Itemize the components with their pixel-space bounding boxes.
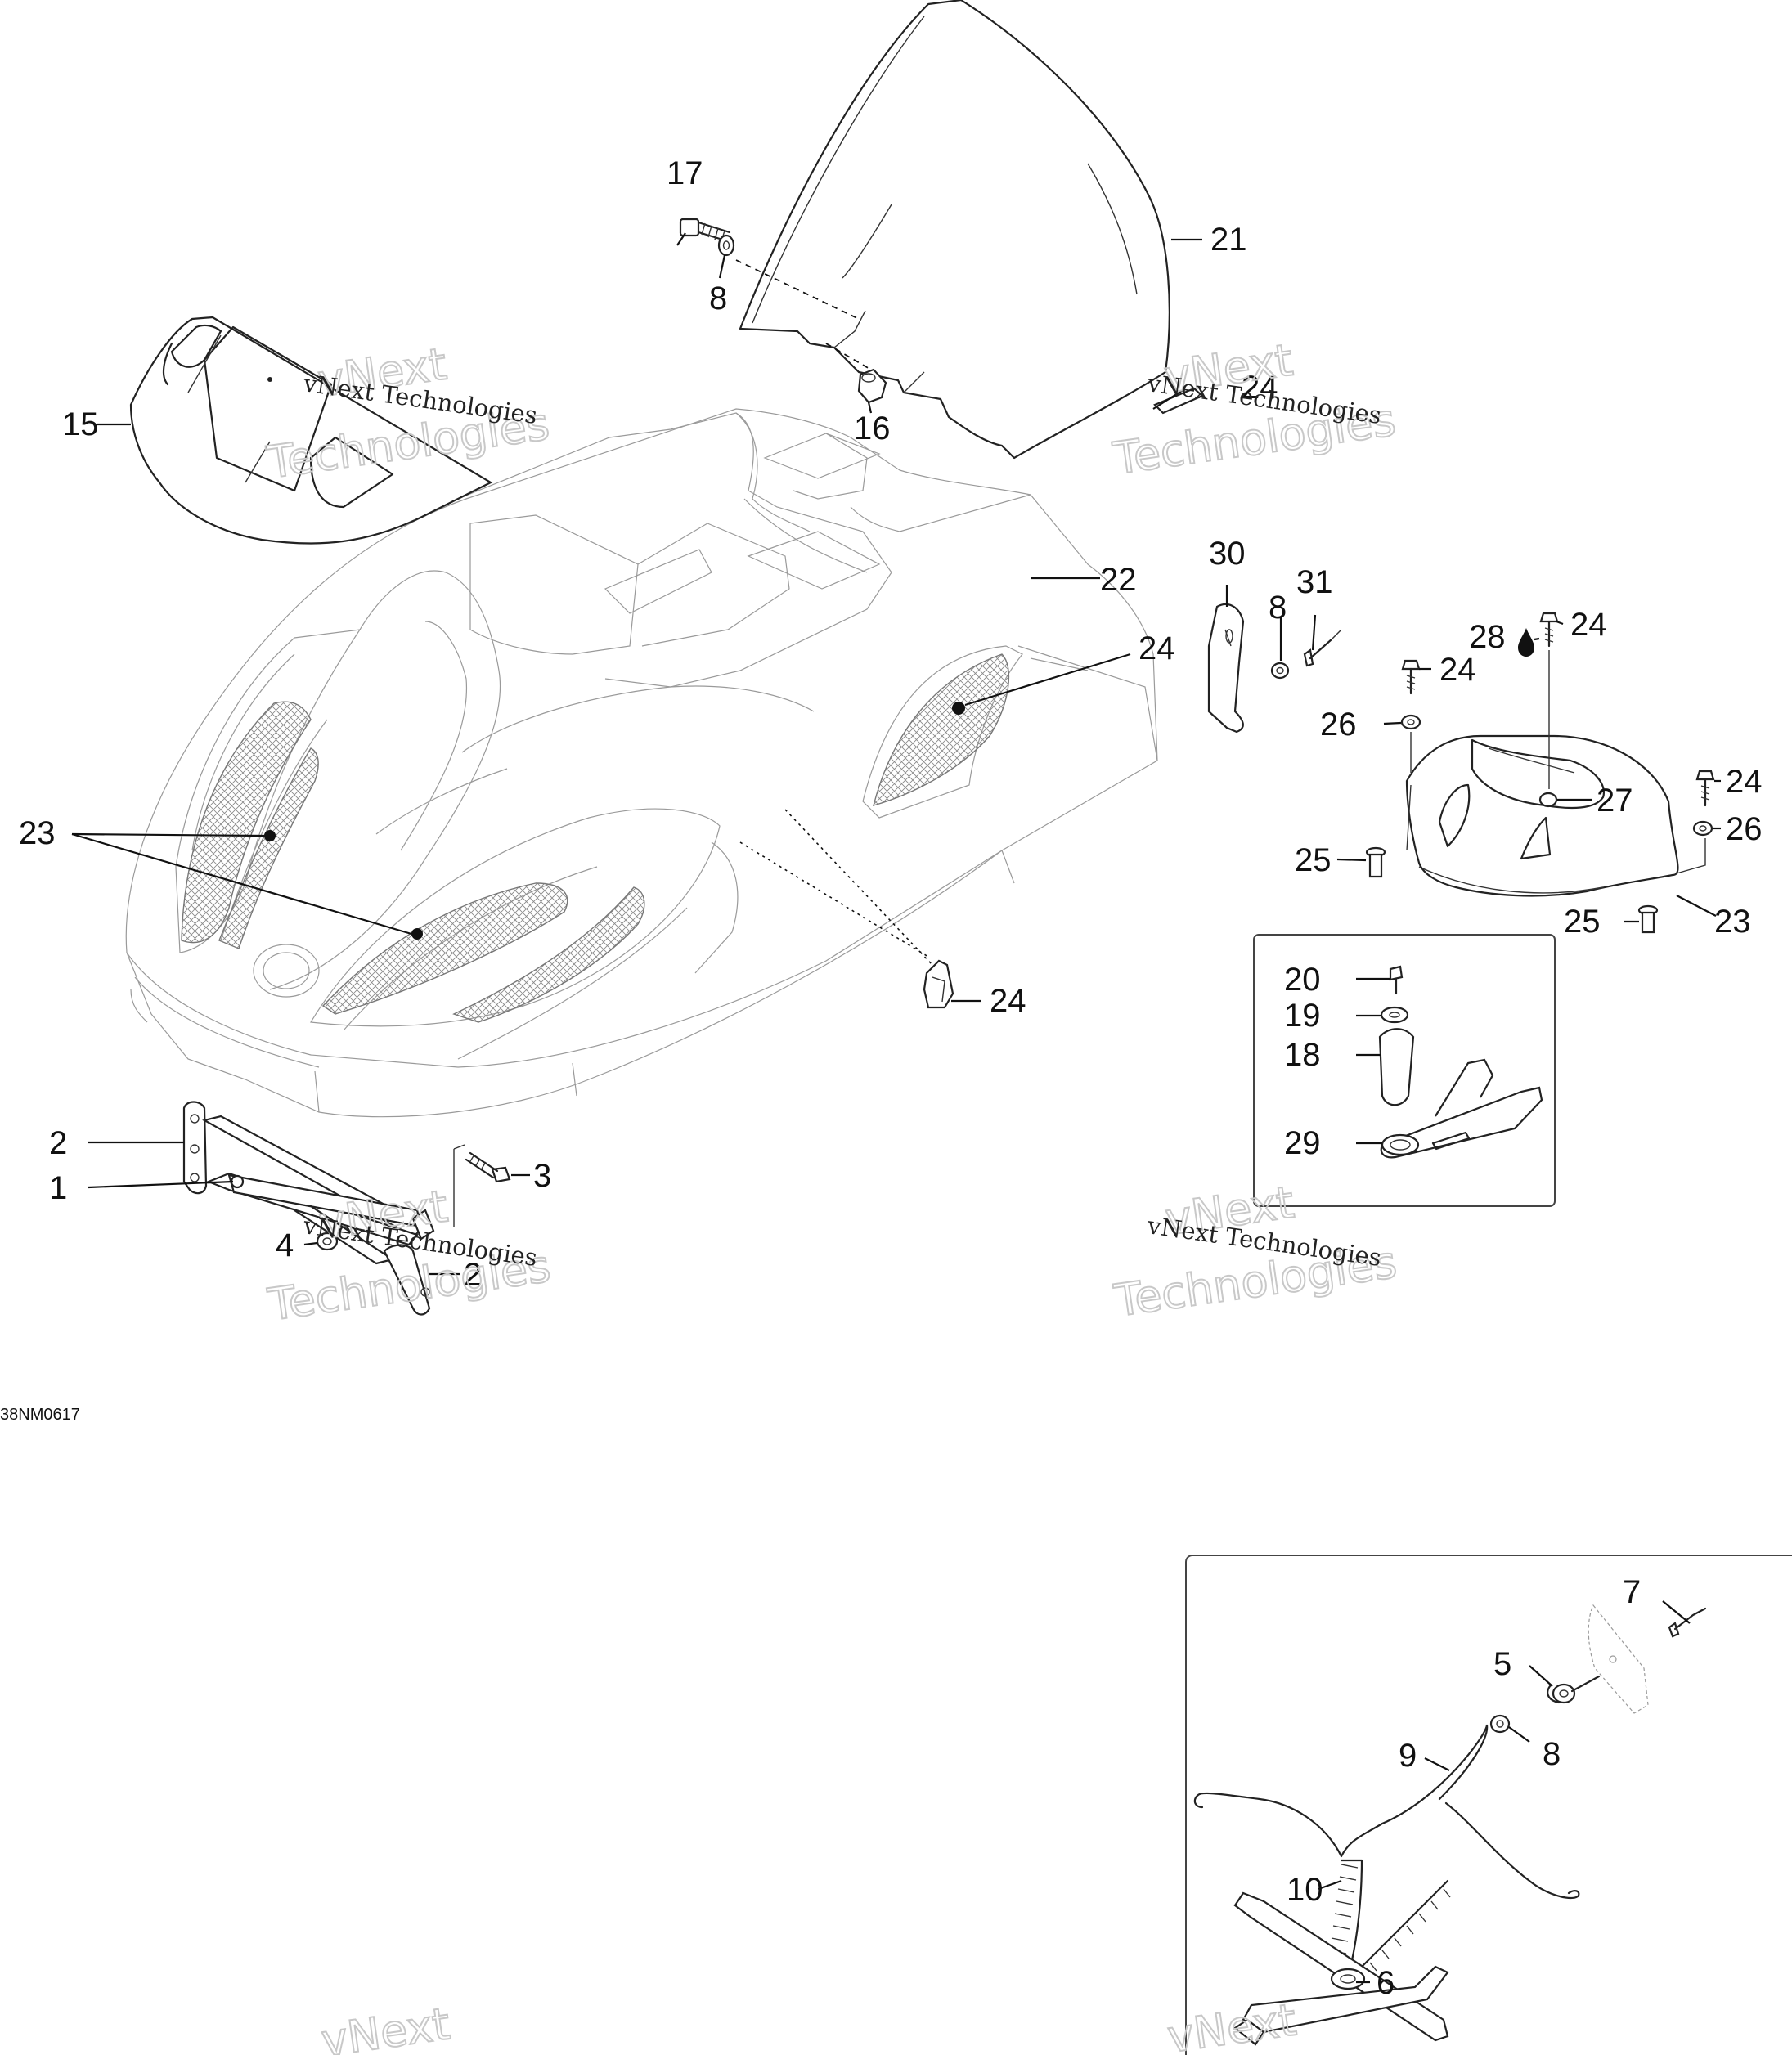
grille-mesh-left xyxy=(181,701,319,949)
grille-mesh-right xyxy=(873,653,1010,807)
hinge-bracket-assembly xyxy=(182,1101,435,1316)
washer-26-a xyxy=(1400,714,1421,730)
drawing-code: 38NM0617 xyxy=(0,1406,80,1424)
callout-12: 16 xyxy=(854,411,891,446)
watermark-big-top: vNext xyxy=(318,1998,453,2055)
grommet-27 xyxy=(1538,792,1558,808)
washer-8-mid xyxy=(1270,662,1290,680)
windshield xyxy=(739,0,1170,460)
hood xyxy=(125,408,1158,1118)
callout-8-mid: 8 xyxy=(1269,590,1287,626)
bracket-29 xyxy=(1380,1058,1543,1159)
callout-31: 31 xyxy=(1296,564,1333,600)
callout-numbers: 15 17 8 16 21 24 22 24 23 24 30 8 31 24 … xyxy=(19,155,1763,2001)
callout-6: 6 xyxy=(1377,1965,1395,2001)
callout-19: 23 xyxy=(19,815,56,851)
callout-30: 30 xyxy=(1209,536,1246,572)
callout-25-a: 25 xyxy=(1295,842,1332,878)
dash-bezel xyxy=(129,316,493,545)
callout-25-b: 25 xyxy=(1564,904,1601,940)
hook-21 xyxy=(923,959,954,1009)
air-duct-23 xyxy=(1405,734,1679,897)
screw-13 xyxy=(679,218,731,243)
callout-13: 17 xyxy=(667,155,703,191)
callout-1: 1 xyxy=(49,1170,67,1206)
bumper-14 xyxy=(1378,1028,1415,1106)
callout-2-b: 2 xyxy=(464,1257,482,1293)
callout-29: 29 xyxy=(1284,1125,1321,1161)
callout-27: 27 xyxy=(1597,783,1633,819)
watermark-bottom-left: vNext xyxy=(317,1997,454,2055)
bracket-plate-7 xyxy=(1588,1604,1649,1714)
callout-26-a: 26 xyxy=(1320,707,1357,743)
leader-lines xyxy=(71,232,1721,1984)
cross-brace-6 xyxy=(1233,1891,1449,2046)
callout-24-a: 24 xyxy=(1439,652,1476,688)
callout-24-c: 24 xyxy=(1726,764,1763,800)
callout-10: 10 xyxy=(1287,1872,1323,1908)
grille-mesh-front xyxy=(321,882,645,1023)
callout-18: 22 xyxy=(1100,562,1137,598)
bolt-24-a xyxy=(1401,659,1421,695)
cable-9 xyxy=(1193,1724,1580,1899)
bolt-24-b xyxy=(1539,612,1559,648)
callout-3: 3 xyxy=(533,1158,551,1194)
rivet-7 xyxy=(1668,1607,1707,1638)
watermark-big-top: vNext xyxy=(1165,1994,1300,2055)
sleeve-25-b xyxy=(1637,904,1659,934)
bolt-24-c xyxy=(1695,770,1715,807)
inset-box-hood-cable xyxy=(1185,1555,1792,2055)
callout-22: 24 xyxy=(1242,370,1278,406)
washer-8-bottom xyxy=(1489,1714,1511,1734)
hood-prop-30 xyxy=(1207,603,1245,734)
callout-5: 5 xyxy=(1493,1646,1511,1682)
callout-4: 4 xyxy=(276,1227,294,1263)
rivet-31 xyxy=(1303,629,1342,667)
eye-bolt-5 xyxy=(1547,1675,1601,1704)
callout-21: 24 xyxy=(990,983,1026,1019)
washer-15 xyxy=(1380,1006,1409,1024)
sleeve-25-a xyxy=(1365,846,1386,878)
callout-8-top: 8 xyxy=(709,280,727,316)
callout-15: 19 xyxy=(1284,998,1321,1034)
bolt-3 xyxy=(465,1151,511,1183)
washer-8-top xyxy=(717,234,735,257)
callout-17: 21 xyxy=(1210,222,1247,258)
callout-16: 20 xyxy=(1284,962,1321,998)
callout-14: 18 xyxy=(1284,1037,1321,1073)
bolt-16 xyxy=(1389,965,1404,995)
drop-symbol-28 xyxy=(1518,628,1534,657)
callout-23: 23 xyxy=(1714,904,1751,940)
callout-8-bottom: 8 xyxy=(1543,1736,1561,1772)
callout-11: 15 xyxy=(62,406,99,442)
inset-box-hood-bumper xyxy=(1253,934,1556,1207)
spring-10 xyxy=(1327,1859,1451,1972)
callout-7: 7 xyxy=(1623,1574,1641,1610)
callout-9: 9 xyxy=(1399,1738,1417,1774)
nut-12 xyxy=(857,368,887,404)
callout-28: 28 xyxy=(1469,619,1506,655)
washer-26-b xyxy=(1692,820,1713,837)
washer-4 xyxy=(316,1232,339,1251)
watermark-bottom-right: vNext xyxy=(1164,1993,1300,2055)
callout-26-b: 26 xyxy=(1726,811,1763,847)
clip-22 xyxy=(1153,387,1205,415)
callout-2-a: 2 xyxy=(49,1125,67,1161)
callout-24-b: 24 xyxy=(1570,607,1607,643)
callout-20: 24 xyxy=(1139,630,1175,666)
